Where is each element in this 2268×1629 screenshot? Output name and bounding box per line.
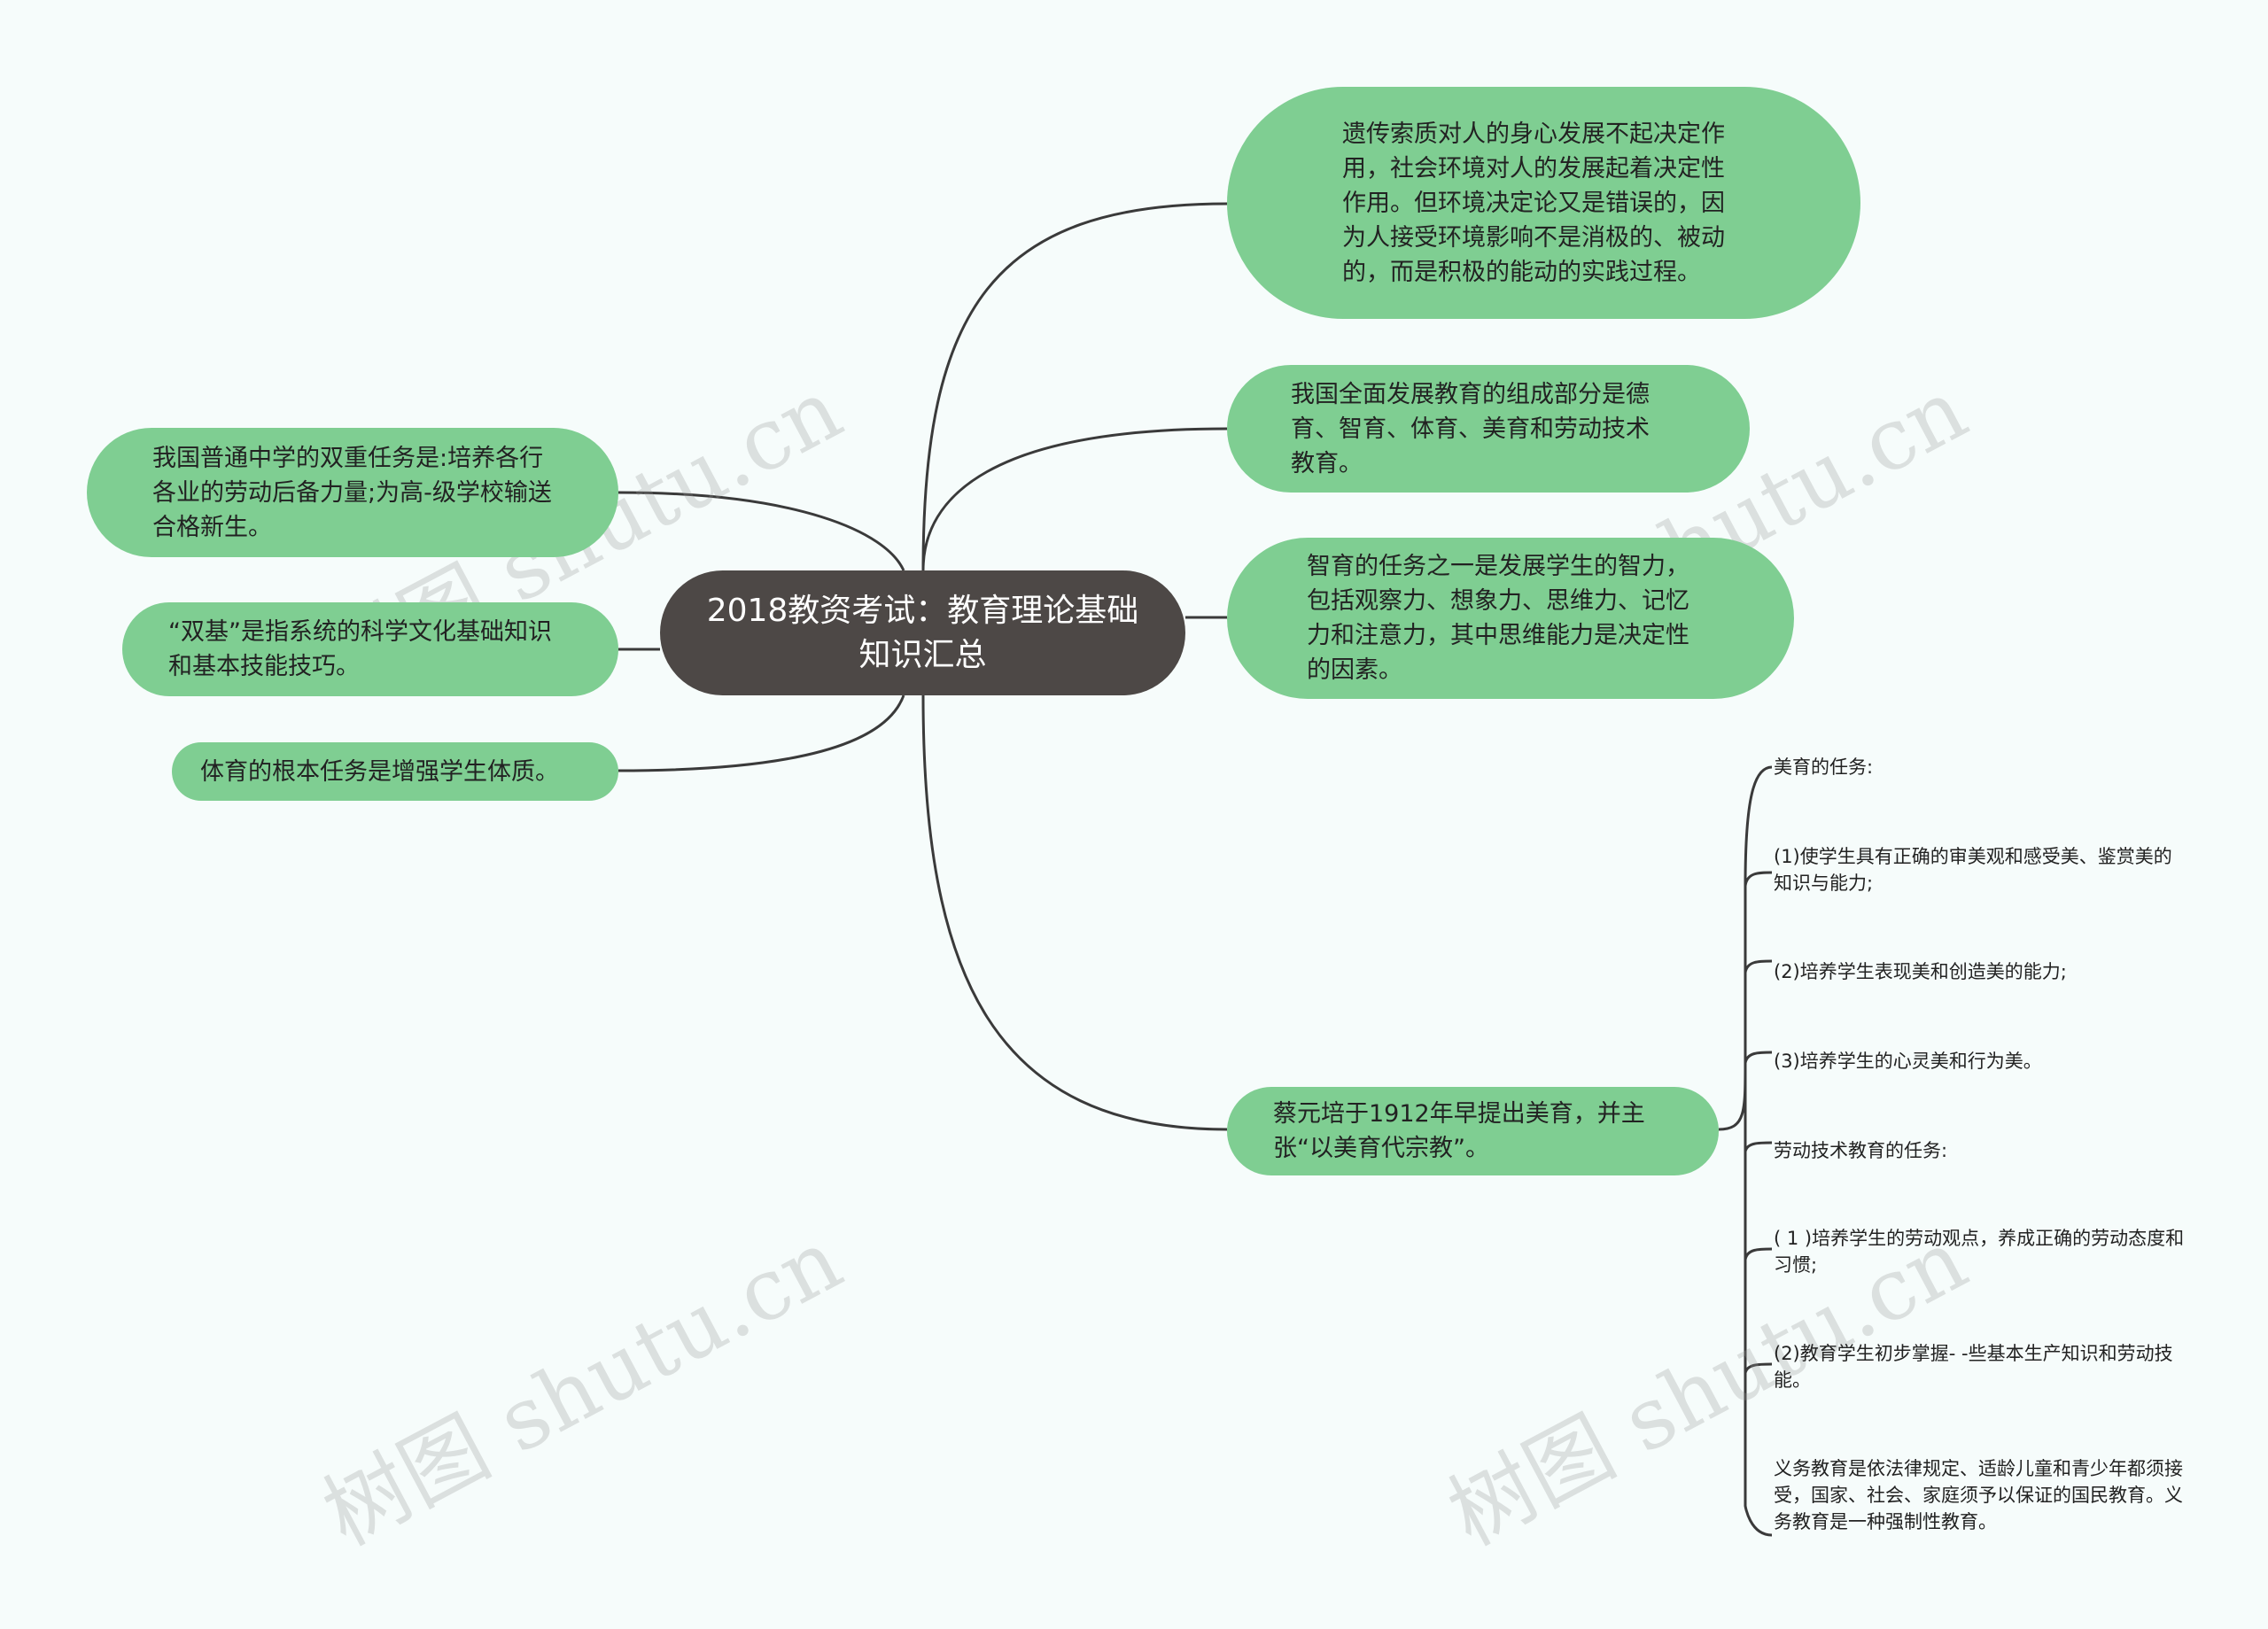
topic-label: “双基”是指系统的科学文化基础知识和基本技能技巧。 xyxy=(168,618,552,680)
leaf-item[interactable]: (3)培养学生的心灵美和行为美。 xyxy=(1774,1051,2042,1072)
leaf-item[interactable]: 义务教育是依法律规定、适龄儿童和青少年都须接受，国家、社会、家庭须予以保证的国民… xyxy=(1774,1458,2183,1532)
leaf-item[interactable]: 劳动技术教育的任务: xyxy=(1774,1140,1948,1161)
topic-double-basics[interactable]: “双基”是指系统的科学文化基础知识和基本技能技巧。 xyxy=(122,602,618,696)
leaf-item[interactable]: 美育的任务: xyxy=(1774,756,1874,778)
topic-label: 遗传索质对人的身心发展不起决定作用，社会环境对人的发展起着决定性作用。但环境决定… xyxy=(1342,120,1725,286)
leaf-item[interactable]: (2)培养学生表现美和创造美的能力; xyxy=(1774,961,2067,982)
root-topic-label: 2018教资考试：教育理论基础知识汇总 xyxy=(706,592,1139,673)
topic-label: 体育的根本任务是增强学生体质。 xyxy=(200,757,559,786)
topic-label: 我国普通中学的双重任务是:培养各行各业的劳动后备力量;为高-级学校输送合格新生。 xyxy=(152,444,552,541)
connector-left-3 xyxy=(617,694,905,772)
connector-right-2 xyxy=(921,427,1228,571)
topic-intellectual-education[interactable]: 智育的任务之一是发展学生的智力，包括观察力、想象力、思维力、记忆力和注意力，其中… xyxy=(1227,538,1794,699)
leaf-item[interactable]: (1)使学生具有正确的审美观和感受美、鉴赏美的知识与能力; xyxy=(1774,846,2172,894)
topic-aesthetic-education[interactable]: 蔡元培于1912年早提出美育，并主张“以美育代宗教”。 xyxy=(1227,1087,1719,1175)
topic-middle-school-tasks[interactable]: 我国普通中学的双重任务是:培养各行各业的劳动后备力量;为高-级学校输送合格新生。 xyxy=(87,428,618,557)
topic-heredity-environment[interactable]: 遗传索质对人的身心发展不起决定作用，社会环境对人的发展起着决定性作用。但环境决定… xyxy=(1227,87,1860,319)
leaf-bracket-lower xyxy=(1744,1063,1773,1537)
connector-right-1 xyxy=(921,202,1228,571)
topic-label: 我国全面发展教育的组成部分是德育、智育、体育、美育和劳动技术教育。 xyxy=(1291,380,1650,477)
topic-physical-education[interactable]: 体育的根本任务是增强学生体质。 xyxy=(172,742,618,801)
topic-all-round-education[interactable]: 我国全面发展教育的组成部分是德育、智育、体育、美育和劳动技术教育。 xyxy=(1227,365,1750,493)
root-topic[interactable]: 2018教资考试：教育理论基础知识汇总 xyxy=(660,570,1185,695)
leaf-item[interactable]: ( 1 )培养学生的劳动观点，养成正确的劳动态度和习惯; xyxy=(1774,1228,2185,1276)
leaf-item[interactable]: (2)教育学生初步掌握- -些基本生产知识和劳动技能。 xyxy=(1774,1343,2173,1391)
leaf-bracket-ticks xyxy=(1744,871,1773,1374)
topic-label: 蔡元培于1912年早提出美育，并主张“以美育代宗教”。 xyxy=(1273,1100,1645,1162)
connector-right-4 xyxy=(921,694,1228,1131)
connector-left-1 xyxy=(617,491,905,571)
topic-label: 智育的任务之一是发展学生的智力，包括观察力、想象力、思维力、记忆力和注意力，其中… xyxy=(1307,553,1689,684)
